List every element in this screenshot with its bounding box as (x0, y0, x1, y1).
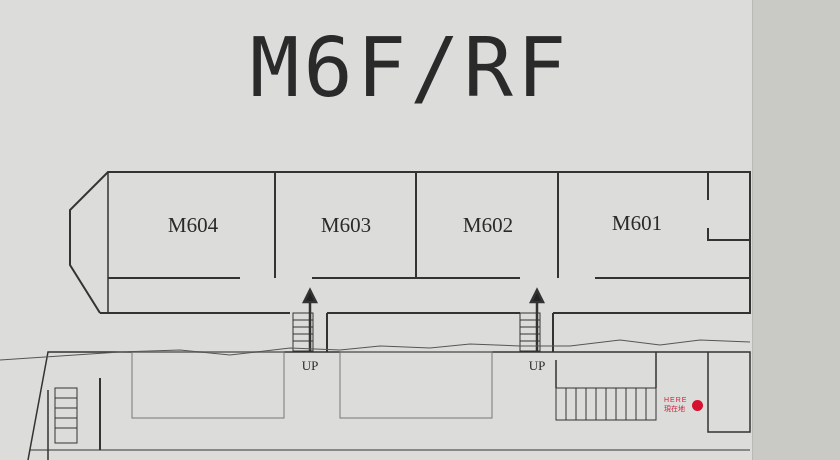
here-label-en: HERE (664, 397, 688, 404)
here-marker-label: HERE 現在地 (664, 396, 687, 414)
current-location-dot-icon (692, 400, 703, 411)
floor-title: M6F/RF (250, 21, 571, 116)
up-label-right: UP (529, 358, 546, 373)
lower-outline (27, 351, 751, 460)
room-label-m602: M602 (463, 213, 513, 237)
room-label-m603: M603 (321, 213, 371, 237)
room-label-m601: M601 (612, 211, 662, 235)
here-label-jp: 現在地 (664, 406, 685, 413)
up-arrow-icon (301, 287, 546, 352)
plan-outline (69, 171, 751, 314)
up-label-left: UP (302, 358, 319, 373)
wall-background (0, 0, 760, 460)
room-label-m604: M604 (168, 213, 219, 237)
wall-crack (0, 339, 751, 361)
concrete-pillar (752, 0, 840, 460)
stair-lower-left (54, 378, 101, 450)
